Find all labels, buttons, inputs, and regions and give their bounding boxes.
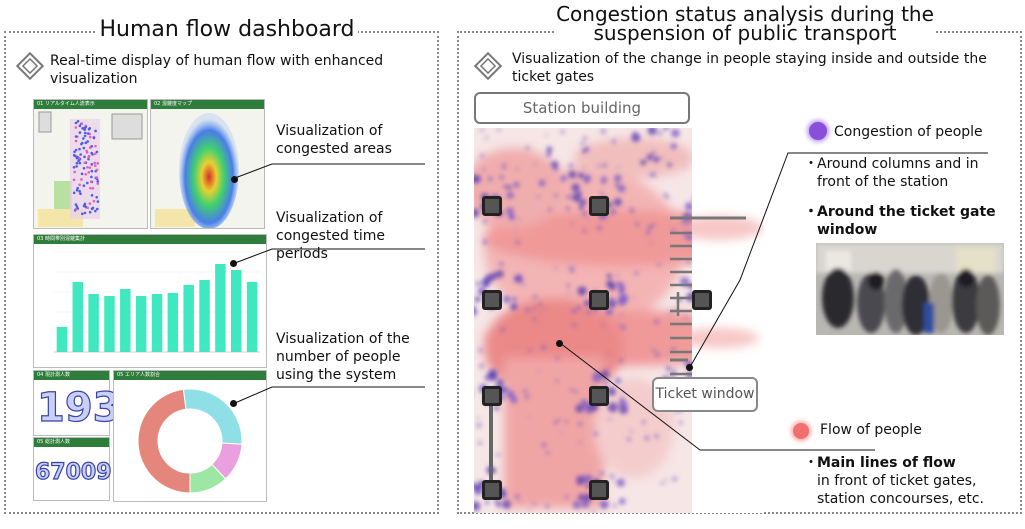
ticket-window-box: Ticket window — [652, 377, 758, 412]
current-count-widget: 04 現計測人数 193 — [33, 370, 121, 436]
pillar — [482, 386, 502, 406]
bar — [72, 282, 83, 352]
total-count-header: 05 総計測人数 — [34, 438, 109, 447]
callout-people-count: Visualization of the number of people us… — [276, 331, 410, 383]
bar — [167, 293, 179, 352]
ticket-gate-lines — [670, 231, 692, 388]
congestion-legend-label: Congestion of people — [834, 124, 983, 140]
callout-line-3 — [234, 386, 425, 404]
realtime-flow-widget: 01 リアルタイム人流表示 — [33, 99, 148, 229]
station-building-box: Station building — [474, 92, 690, 124]
total-count-widget: 05 総計測人数 67009 — [33, 437, 112, 501]
current-count-header: 04 現計測人数 — [34, 371, 109, 380]
time-period-bar-chart — [54, 251, 260, 353]
main-flow-bold: Main lines of flow — [817, 455, 956, 471]
pillar — [692, 290, 712, 310]
floor-map-dots — [34, 109, 147, 228]
bar — [183, 285, 194, 352]
area-ratio-widget: 05 エリア人数割合 — [113, 370, 267, 502]
left-panel-subtitle: Real-time display of human flow with enh… — [50, 53, 384, 87]
bar — [88, 294, 99, 352]
donut-slice — [137, 388, 191, 494]
bar — [120, 289, 131, 352]
flow-legend-swatch — [793, 423, 809, 439]
donut-callout-dot — [230, 400, 237, 407]
right-callout-lines — [559, 152, 988, 451]
heatmap-callout-dot — [231, 176, 238, 183]
area-ratio-donut-chart — [137, 388, 243, 494]
callout-line-1 — [234, 163, 425, 179]
flow-legend-label: Flow of people — [820, 422, 922, 438]
bar — [104, 296, 115, 352]
pillar — [589, 480, 609, 500]
pillar — [589, 290, 609, 310]
callout-congested-time: Visualization of congested time periods — [276, 210, 385, 262]
callout-congested-areas: Visualization of congested areas — [276, 123, 392, 157]
station-flow-map — [474, 128, 764, 513]
ticket-gate-callout-dot — [686, 364, 693, 371]
realtime-flow-header: 01 リアルタイム人流表示 — [34, 100, 147, 109]
pillar — [589, 196, 609, 216]
heatmap-widget: 02 混雑度マップ — [150, 99, 265, 229]
main-flow-rest: in front of ticket gates, station concou… — [817, 473, 985, 507]
right-panel-title: Congestion status analysis during the su… — [555, 2, 935, 45]
total-count-value: 67009 — [34, 459, 112, 485]
pillar — [482, 196, 502, 216]
bar — [56, 327, 68, 352]
pillar — [589, 386, 609, 406]
time-period-widget: 03 時間帯別混雑集計 — [33, 234, 267, 368]
flow-callout-dot — [556, 340, 563, 347]
heatmap-header: 02 混雑度マップ — [151, 100, 264, 109]
bar — [135, 296, 147, 352]
left-panel-title: Human flow dashboard — [96, 16, 358, 44]
diamond-icon — [474, 52, 502, 80]
bar — [231, 270, 242, 352]
time-period-header: 03 時間帯別混雑集計 — [34, 235, 266, 244]
congestion-legend-swatch — [809, 122, 827, 140]
area-ratio-header: 05 エリア人数割合 — [114, 371, 266, 380]
callout-line-2 — [234, 248, 425, 264]
bar — [199, 280, 210, 352]
bar — [246, 282, 258, 352]
pillar — [482, 480, 502, 500]
barchart-callout-dot — [230, 260, 237, 267]
pillar — [482, 290, 502, 310]
right-panel-subtitle: Visualization of the change in people st… — [512, 51, 987, 85]
bar — [151, 294, 163, 352]
heatmap-image — [151, 109, 264, 228]
crowd-photo — [816, 243, 1004, 335]
diamond-icon — [16, 52, 44, 80]
bar — [215, 264, 226, 352]
donut-slice — [189, 463, 227, 494]
current-count-value: 193 — [36, 384, 121, 431]
